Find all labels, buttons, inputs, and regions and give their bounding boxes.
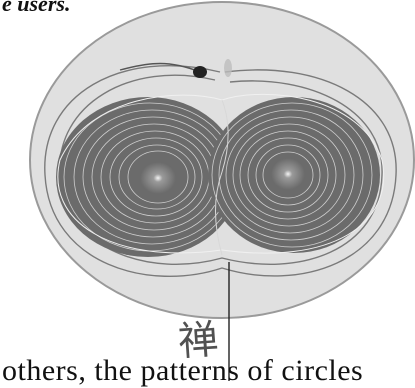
dark-dot [193,66,207,78]
left-core [140,162,176,194]
right-spiral [208,97,380,253]
caption-bottom: others, the patterns of circles [2,354,363,388]
right-core [271,158,305,190]
